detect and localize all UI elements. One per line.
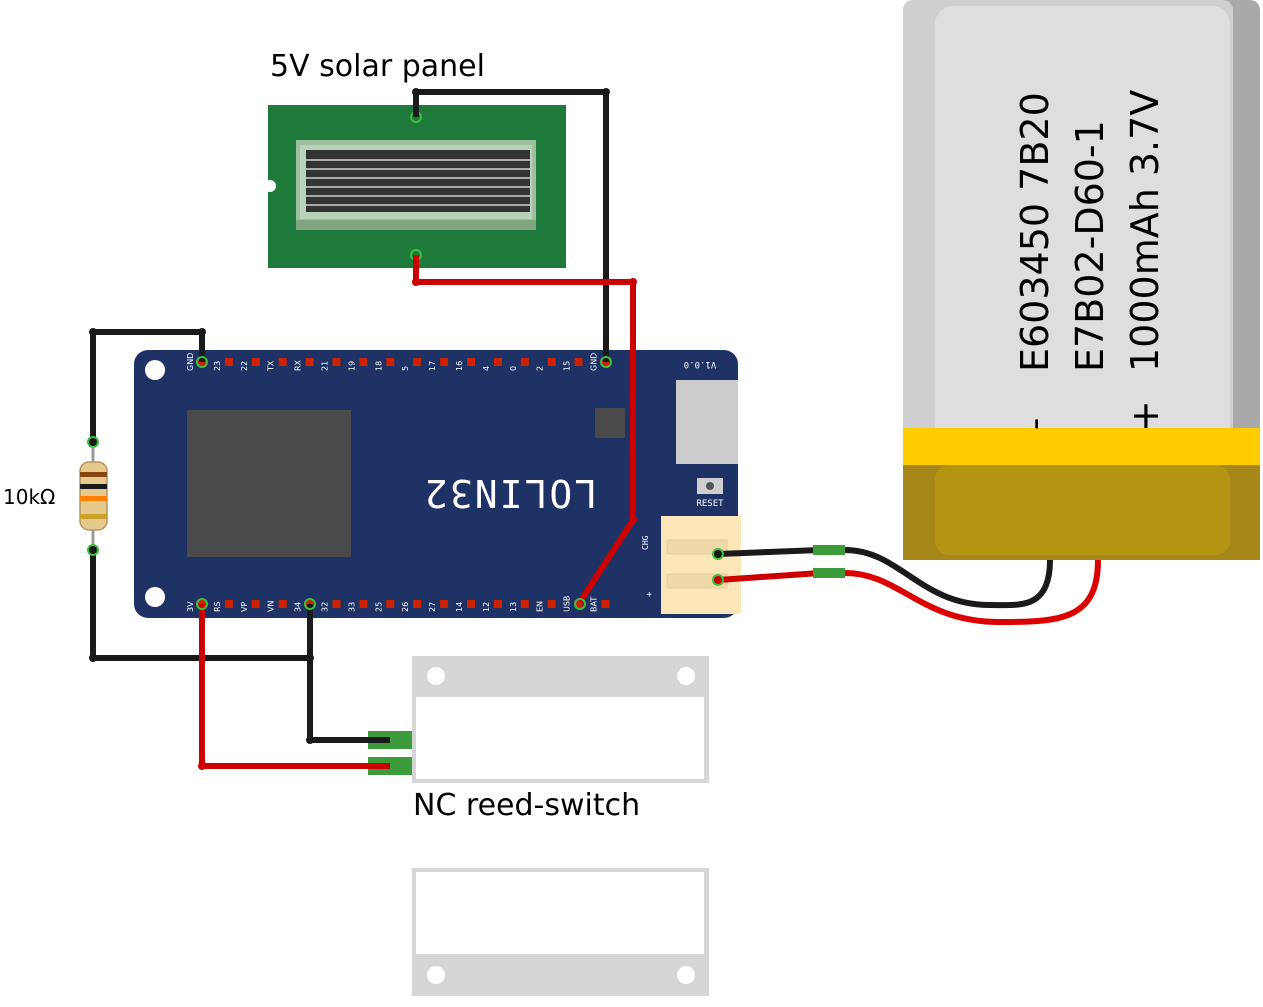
pin-pad bbox=[467, 600, 475, 608]
pin-label: 23 bbox=[213, 361, 222, 371]
pin-pad bbox=[520, 600, 529, 608]
pin-label: 22 bbox=[240, 361, 249, 371]
resistor-label: 10kΩ bbox=[3, 485, 55, 509]
pin-pad bbox=[440, 358, 449, 366]
pin-label: VP bbox=[240, 602, 249, 612]
pin-label: 32 bbox=[321, 602, 330, 612]
battery-line2: E7B02-D60-1 bbox=[1068, 120, 1112, 372]
pin-label: 13 bbox=[509, 602, 518, 612]
pin-pad bbox=[305, 358, 314, 366]
pin-label: 18 bbox=[374, 361, 383, 371]
pin-label: 15 bbox=[563, 361, 572, 371]
pin-pad bbox=[601, 600, 610, 608]
pin-pad bbox=[520, 358, 529, 366]
pin-label: 3V bbox=[186, 601, 195, 612]
pin-pad bbox=[278, 358, 287, 366]
pin-pad bbox=[547, 358, 556, 366]
pin-label: 17 bbox=[428, 361, 437, 371]
pin-pad bbox=[440, 600, 449, 608]
pin-label: 34 bbox=[294, 602, 303, 612]
bat-plus-label: + bbox=[645, 591, 655, 597]
battery-lead-black bbox=[815, 547, 1053, 609]
pin-pad bbox=[359, 600, 368, 608]
pin-label: 25 bbox=[374, 602, 383, 612]
usb-port bbox=[676, 380, 738, 464]
pin-pad bbox=[574, 600, 583, 608]
battery-plus: + bbox=[1123, 400, 1167, 432]
pin-label: RX bbox=[294, 359, 303, 371]
solar-panel-label: 5V solar panel bbox=[270, 49, 485, 84]
pin-label: 5 bbox=[401, 366, 410, 371]
pin-label: 4 bbox=[482, 366, 491, 371]
pin-pad bbox=[467, 358, 475, 366]
board-name: LOLIN32 bbox=[423, 471, 597, 515]
lipo-battery: E603450 7B20 E7B02-D60-1 1000mAh 3.7V - … bbox=[903, 0, 1260, 560]
battery-band bbox=[903, 428, 1260, 465]
pin-label: 33 bbox=[347, 602, 356, 612]
pin-label: VN bbox=[267, 601, 276, 612]
resistor-10k bbox=[79, 436, 108, 556]
reed-switch-magnet bbox=[412, 868, 709, 996]
pin-connection bbox=[196, 598, 208, 610]
pin-label: GND bbox=[590, 353, 599, 371]
pin-label: 0 bbox=[509, 366, 518, 371]
pin-pad bbox=[251, 358, 260, 366]
pin-pad bbox=[332, 600, 341, 608]
reed-switch-label: NC reed-switch bbox=[413, 788, 640, 823]
pin-pad bbox=[413, 358, 422, 366]
pin-label: 21 bbox=[321, 361, 330, 371]
version-label: V1.0.0 bbox=[684, 359, 717, 369]
reset-label: RESET bbox=[696, 499, 724, 509]
pin-label: 14 bbox=[455, 602, 464, 612]
pin-pad bbox=[386, 358, 395, 366]
wire-solar-gnd bbox=[413, 89, 609, 362]
pin-label: RS bbox=[213, 601, 222, 612]
pin-pad bbox=[413, 600, 422, 608]
pin-connection bbox=[600, 356, 612, 368]
pin-pad bbox=[359, 358, 368, 366]
pin-pad bbox=[386, 600, 395, 608]
solar-panel bbox=[264, 105, 566, 268]
pin-pad bbox=[574, 358, 583, 366]
pin-label: EN bbox=[536, 601, 545, 612]
pin-connection bbox=[304, 598, 316, 610]
pin-label: TX bbox=[267, 360, 276, 372]
pin-pad bbox=[547, 600, 556, 608]
battery-line1: E603450 7B20 bbox=[1013, 92, 1057, 372]
pin-label: 12 bbox=[482, 602, 491, 612]
pin-label: 27 bbox=[428, 602, 437, 612]
wire-34-reed bbox=[307, 658, 390, 743]
battery-lead-red bbox=[815, 559, 1101, 626]
pin-pad bbox=[224, 358, 233, 366]
pin-label: 19 bbox=[347, 361, 356, 371]
pin-pad bbox=[278, 600, 287, 608]
pin-label: GND bbox=[186, 353, 195, 371]
pin-label: 2 bbox=[536, 366, 545, 371]
chg-label: CHG bbox=[641, 535, 650, 550]
pin-connection bbox=[574, 598, 586, 610]
pin-label: BAT bbox=[590, 597, 599, 612]
pin-pad bbox=[493, 358, 502, 366]
pin-pad bbox=[332, 358, 341, 366]
wire-resistor-gnd bbox=[90, 329, 205, 440]
pin-label: USB bbox=[563, 596, 572, 612]
pin-label: 26 bbox=[401, 602, 410, 612]
jst-connector bbox=[661, 516, 741, 614]
pin-connection bbox=[196, 356, 208, 368]
pin-label: 16 bbox=[455, 361, 464, 371]
battery-minus: - bbox=[1015, 418, 1055, 430]
pin-pad bbox=[224, 600, 233, 608]
esp32-chip bbox=[187, 410, 351, 557]
pin-pad bbox=[493, 600, 502, 608]
reed-switch-top bbox=[368, 656, 709, 783]
battery-line3: 1000mAh 3.7V bbox=[1123, 90, 1167, 372]
pin-pad bbox=[251, 600, 260, 608]
bottom-pin-header: 3V RS VP VN 34 32 33 25 26 27 14 12 13 EN USB BAT bbox=[186, 596, 610, 612]
